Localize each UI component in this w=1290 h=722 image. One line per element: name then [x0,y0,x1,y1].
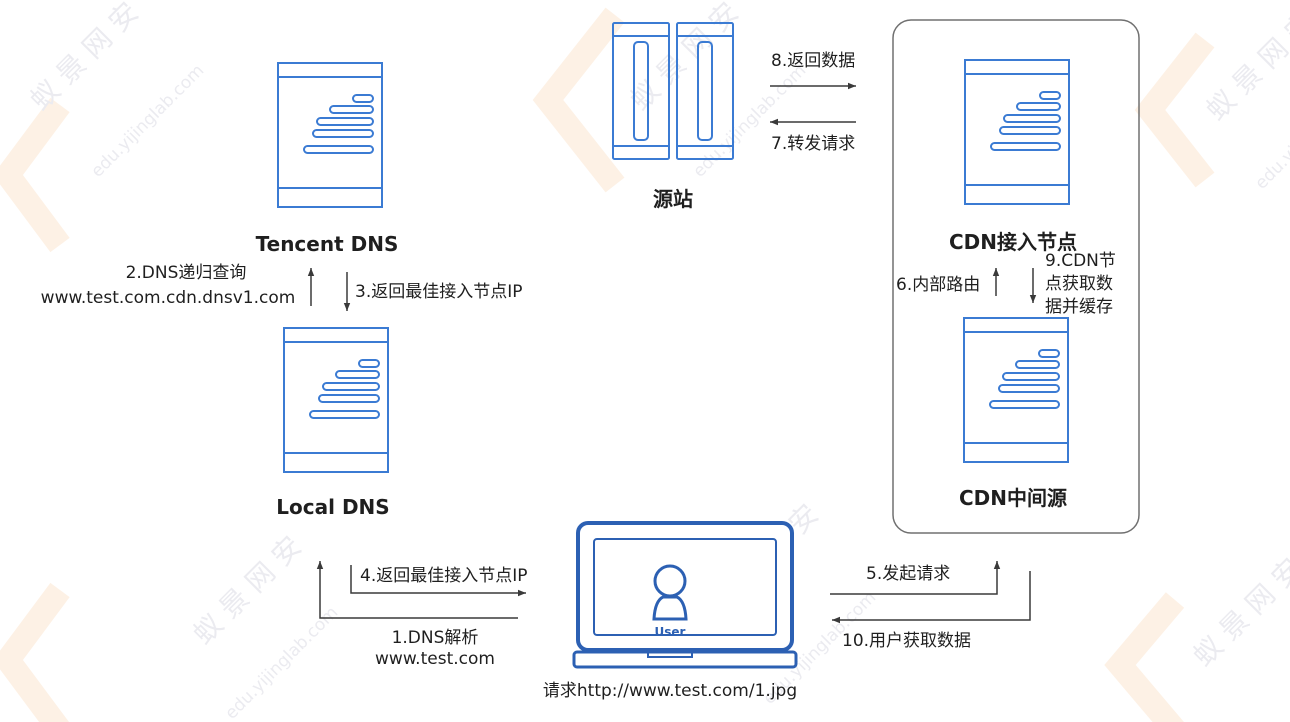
arrow-step-4 [350,565,526,597]
user-icon-body [652,595,688,621]
watermark-chevron [1104,592,1185,722]
step-1-label: 1.DNS解析 [392,628,479,648]
user-badge-text: User [655,625,686,639]
local-dns-server-icon [283,327,389,473]
arrow-step-5 [830,561,1001,595]
step-8-label: 8.返回数据 [771,51,855,71]
step-1-domain: www.test.com [375,649,495,669]
watermark-brand-text: 蚁 景 网 安 [1187,552,1290,673]
cdn-group-frame [892,19,1140,534]
watermark-chevron [1134,32,1215,188]
node-local-dns: Local DNS [276,327,390,519]
laptop-base [572,650,798,669]
tencent-dns-label: Tencent DNS [256,232,399,256]
cdn-access-label: CDN接入节点 [949,230,1077,254]
node-user: User 请求http://www.test.com/1.jpg [543,521,798,701]
laptop-icon [572,521,798,669]
tencent-dns-server-icon [277,62,383,208]
node-origin: 源站 [612,22,734,211]
cdn-access-server-icon [964,59,1070,205]
user-icon [652,564,688,621]
watermark-site-text: edu.yijinglab.com [87,61,208,182]
step-labels: 1.DNS解析 www.test.com 2.DNS递归查询 www.test.… [41,51,1116,669]
user-request-caption: 请求http://www.test.com/1.jpg [543,681,797,701]
step-9-label-line-1: 9.CDN节 [1045,251,1116,271]
step-2-domain: www.test.com.cdn.dnsv1.com [41,288,296,308]
node-cdn-access: CDN接入节点 [949,59,1077,254]
cdn-middle-server-icon [963,317,1069,463]
step-9-label-line-3: 据并缓存 [1045,297,1113,317]
local-dns-label: Local DNS [276,495,389,519]
flow-arrows [307,82,1037,624]
watermark-brand-text: 蚁 景 网 安 [624,0,745,117]
step-4-label: 4.返回最佳接入节点IP [360,566,528,586]
watermark-brand-text: 蚁 景 网 安 [1200,6,1290,127]
arrow-step-1 [316,561,518,619]
watermark-chevron [0,582,70,722]
node-cdn-middle-source: CDN中间源 [959,317,1069,510]
step-2-label: 2.DNS递归查询 [126,263,247,283]
step-6-label: 6.内部路由 [896,275,980,295]
origin-label: 源站 [653,187,693,211]
node-tencent-dns: Tencent DNS [256,62,399,256]
watermark-brand-text: 蚁 景 网 安 [187,530,308,651]
watermark-chevron [532,7,625,193]
laptop-notch [647,653,693,658]
step-10-label: 10.用户获取数据 [842,631,971,651]
cdn-middle-label: CDN中间源 [959,486,1067,510]
step-7-label: 7.转发请求 [771,134,855,154]
step-3-label: 3.返回最佳接入节点IP [355,282,523,302]
step-5-label: 5.发起请求 [866,564,950,584]
watermark-brand-text: 蚁 景 网 安 [24,0,145,117]
step-9-label-line-2: 点获取数 [1045,274,1113,294]
laptop-display [593,538,777,636]
watermark-chevron [0,97,70,253]
watermark-site-text: edu.yijinglab.com [689,61,810,182]
arrow-step-10 [832,571,1031,624]
